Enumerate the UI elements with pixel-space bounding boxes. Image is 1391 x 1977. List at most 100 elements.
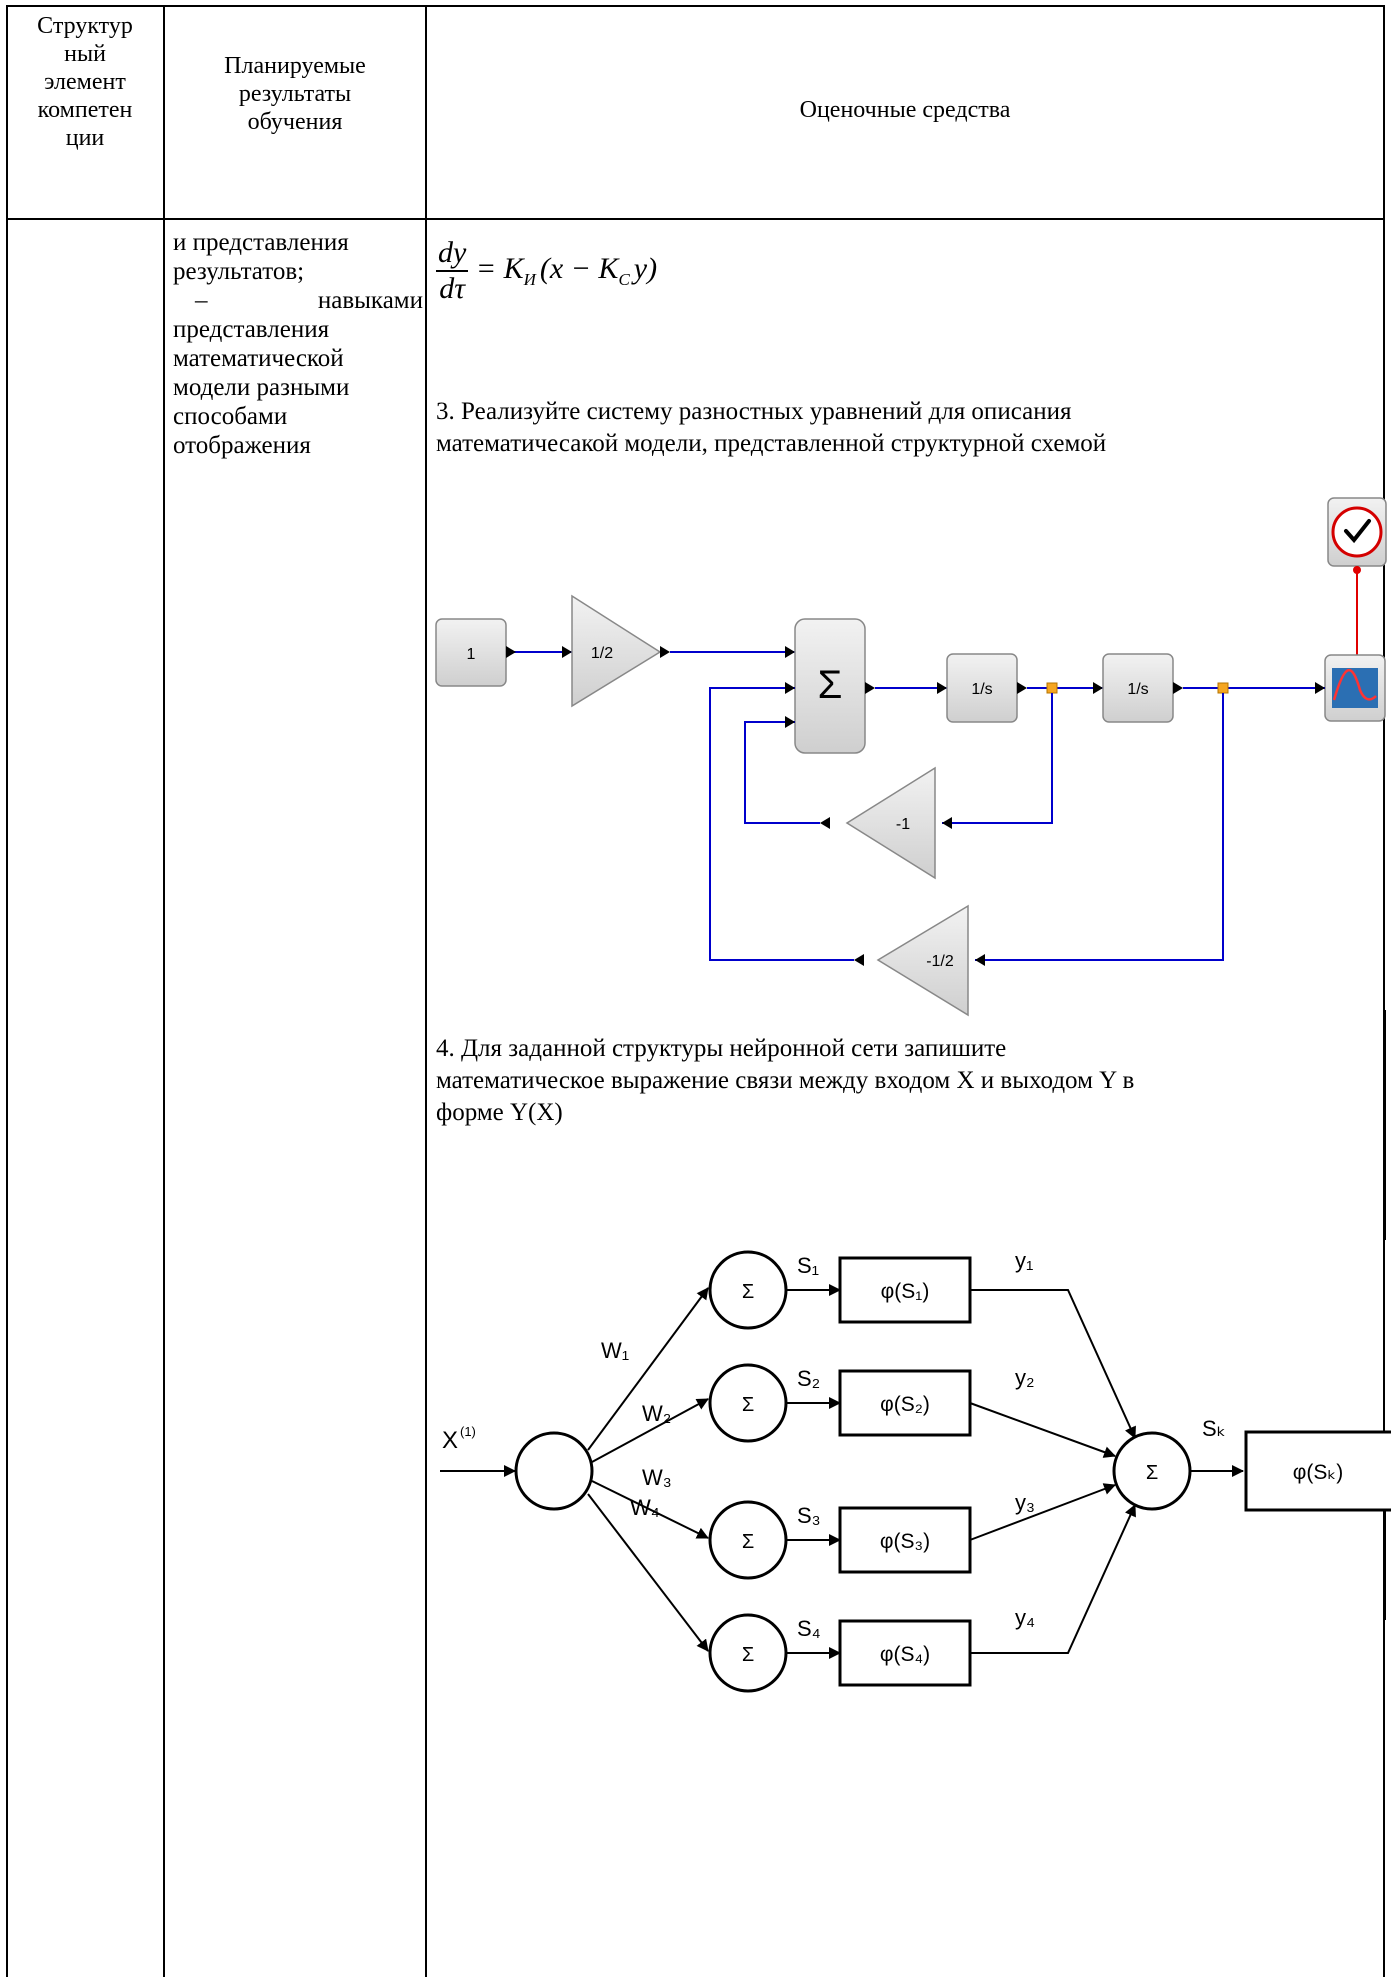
activation-label-1: φ(S₁)	[881, 1280, 930, 1303]
header-structural-element: Структур ный элемент компетен ции	[10, 12, 160, 152]
table-border-left	[6, 5, 8, 1977]
feedback-gain-block-1: -1	[845, 766, 936, 880]
sum-label-2: S₂	[797, 1366, 820, 1391]
task-4-line: форме Y(X)	[436, 1099, 563, 1126]
subscript-i: И	[523, 270, 536, 289]
table-header-divider	[6, 218, 1385, 220]
task-3-line: 3. Реализуйте систему разностных уравнен…	[436, 398, 1072, 425]
learning-results-line: отображения	[173, 432, 311, 459]
weight-label-4: W₄	[630, 1495, 660, 1520]
feedback-gain-block-2: -1/2	[876, 904, 969, 1017]
learning-results-line: и представления	[173, 229, 349, 256]
derivative-fraction: dy dτ	[436, 236, 469, 306]
task-4: 4. Для заданной структуры нейронной сети…	[436, 1033, 1376, 1129]
hidden-neuron-2: Σ S₂ φ(S₂) y₂	[708, 1363, 1035, 1443]
task-4-line: математическое выражение связи между вхо…	[436, 1067, 1135, 1094]
clock-block	[1327, 497, 1387, 567]
final-sum-label: Sₖ	[1202, 1416, 1226, 1441]
header-col2-line: обучения	[247, 109, 343, 135]
equation-paren-open: (x − K	[539, 252, 619, 285]
scope-block	[1324, 654, 1386, 722]
final-activation-label: φ(Sₖ)	[1293, 1461, 1344, 1484]
split-point-1	[1046, 682, 1058, 694]
sum-label-4: S₄	[797, 1616, 821, 1641]
sum-symbol: Σ	[742, 1394, 754, 1416]
header-col1-line: ции	[65, 125, 105, 151]
final-sum-symbol: Σ	[1146, 1462, 1158, 1484]
learning-results-line: представления	[173, 316, 330, 343]
integrator-2-label: 1/s	[1127, 681, 1148, 698]
header-col1-line: ный	[64, 41, 106, 67]
task-4-line: 4. Для заданной структуры нейронной сети…	[436, 1035, 1007, 1062]
sum-label-1: S₁	[797, 1253, 819, 1278]
header-assessment-tools: Оценочные средства	[430, 96, 1380, 124]
equation-equals-k: = K	[475, 252, 524, 285]
integrator-1-label: 1/s	[971, 681, 992, 698]
weight-arrow-4	[587, 1493, 709, 1652]
sum-symbol: Σ	[742, 1281, 754, 1303]
header-col1-line: Структур	[37, 13, 133, 39]
integrator-block-2: 1/s	[1102, 653, 1174, 723]
sum-symbol: Σ	[818, 663, 843, 707]
weight-label-1: W₁	[601, 1338, 629, 1363]
hidden-neuron-3: Σ S₃ φ(S₃) y₃	[708, 1490, 1035, 1580]
subscript-c: C	[618, 270, 630, 289]
fraction-denominator: dτ	[439, 272, 466, 305]
sum-label-3: S₃	[797, 1503, 821, 1528]
sum-block: Σ	[794, 618, 866, 754]
task-3-line: математичесакой модели, представленной с…	[436, 430, 1107, 457]
feedback-gain-2-label: -1/2	[926, 953, 954, 970]
gain-block-input: 1/2	[571, 594, 662, 708]
learning-results-text: и представления результатов; – навыками …	[173, 228, 423, 460]
learning-results-line: результатов;	[173, 258, 305, 285]
table-border-col2	[163, 5, 165, 1977]
header-col2-line: результаты	[238, 81, 352, 107]
fraction-numerator: dy	[436, 236, 469, 272]
output-arrow-2	[969, 1402, 1116, 1458]
equation-paren-close: y)	[633, 252, 658, 285]
hidden-neuron-4: Σ S₄ φ(S₄) y₄	[708, 1605, 1035, 1693]
sum-symbol: Σ	[742, 1531, 754, 1553]
header-planned-results: Планируемые результаты обучения	[168, 52, 422, 136]
input-neuron	[514, 1431, 594, 1511]
list-dash: –	[195, 287, 208, 314]
output-label-1: y₁	[1015, 1248, 1033, 1273]
output-arrow-3	[969, 1483, 1116, 1541]
learning-results-line: способами	[173, 403, 288, 430]
hidden-neuron-1: Σ S₁ φ(S₁) y₁	[708, 1248, 1033, 1330]
table-border-right	[1383, 5, 1385, 1977]
output-arrow-1	[970, 1289, 1136, 1439]
constant-label: 1	[467, 646, 476, 663]
input-label: X	[442, 1427, 458, 1454]
weight-arrow-1	[587, 1287, 709, 1451]
output-label-4: y₄	[1015, 1605, 1035, 1630]
final-activation-block: φ(Sₖ)	[1244, 1430, 1391, 1512]
output-label-2: y₂	[1015, 1365, 1035, 1390]
activation-label-3: φ(S₃)	[880, 1530, 930, 1553]
learning-results-line: модели разными	[173, 374, 350, 401]
weight-arrow-2	[591, 1398, 709, 1463]
learning-results-line: – навыками	[173, 286, 423, 315]
clock-check-icon	[1344, 519, 1371, 544]
table-border-col3	[425, 5, 427, 1977]
activation-label-4: φ(S₄)	[880, 1643, 930, 1666]
header-col2-line: Планируемые	[224, 53, 366, 79]
header-col1-line: компетен	[37, 97, 133, 123]
header-col3-text: Оценочные средства	[799, 97, 1011, 123]
constant-block: 1	[435, 618, 507, 687]
sum-symbol: Σ	[742, 1644, 754, 1666]
task-3: 3. Реализуйте систему разностных уравнен…	[436, 396, 1376, 460]
header-col1-line: элемент	[44, 69, 126, 95]
list-word: навыками	[317, 287, 423, 314]
weight-label-2: W₂	[642, 1401, 671, 1426]
feedback-gain-1-label: -1	[896, 816, 910, 833]
activation-label-2: φ(S₂)	[880, 1393, 930, 1416]
weight-label-3: W₃	[642, 1465, 672, 1490]
gain-input-label: 1/2	[591, 645, 613, 662]
output-arrow-4	[970, 1504, 1136, 1654]
input-superscript: (1)	[460, 1424, 476, 1439]
weight-arrow-3	[591, 1480, 709, 1539]
